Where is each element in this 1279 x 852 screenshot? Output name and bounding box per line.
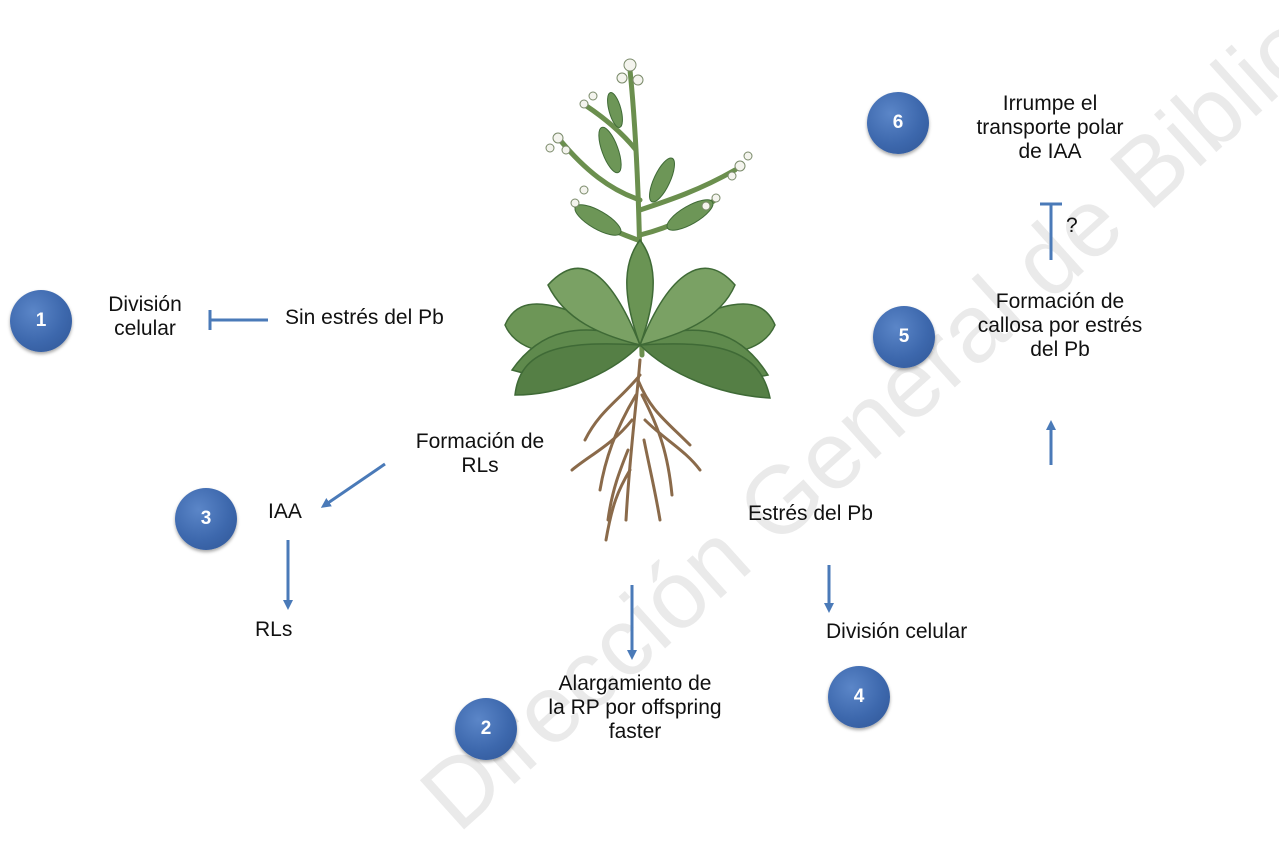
label-estres-pb: Estrés del Pb bbox=[748, 502, 918, 526]
arrow-formacion-to-iaa bbox=[325, 464, 385, 505]
diagram-canvas: Dirección General de Bibliotecas UAQ bbox=[0, 0, 1279, 761]
label-question: ? bbox=[1066, 214, 1086, 238]
step-badge-1: 1 bbox=[10, 290, 72, 352]
label-callosa: Formación de callosa por estrés del Pb bbox=[960, 290, 1160, 362]
label-division-celular-4: División celular bbox=[826, 620, 1016, 644]
label-formacion-rls: Formación de RLs bbox=[390, 430, 570, 478]
step-badge-3: 3 bbox=[175, 488, 237, 550]
step-badge-6: 6 bbox=[867, 92, 929, 154]
step-badge-5: 5 bbox=[873, 306, 935, 368]
step-badge-2: 2 bbox=[455, 698, 517, 760]
label-alargamiento: Alargamiento de la RP por offspring fast… bbox=[535, 672, 735, 744]
label-sin-estres: Sin estrés del Pb bbox=[285, 306, 495, 330]
step-badge-4: 4 bbox=[828, 666, 890, 728]
label-rls: RLs bbox=[255, 618, 315, 642]
label-irrumpe: Irrumpe el transporte polar de IAA bbox=[955, 92, 1145, 164]
label-iaa: IAA bbox=[268, 500, 328, 524]
label-division-celular-1: División celular bbox=[90, 293, 200, 341]
